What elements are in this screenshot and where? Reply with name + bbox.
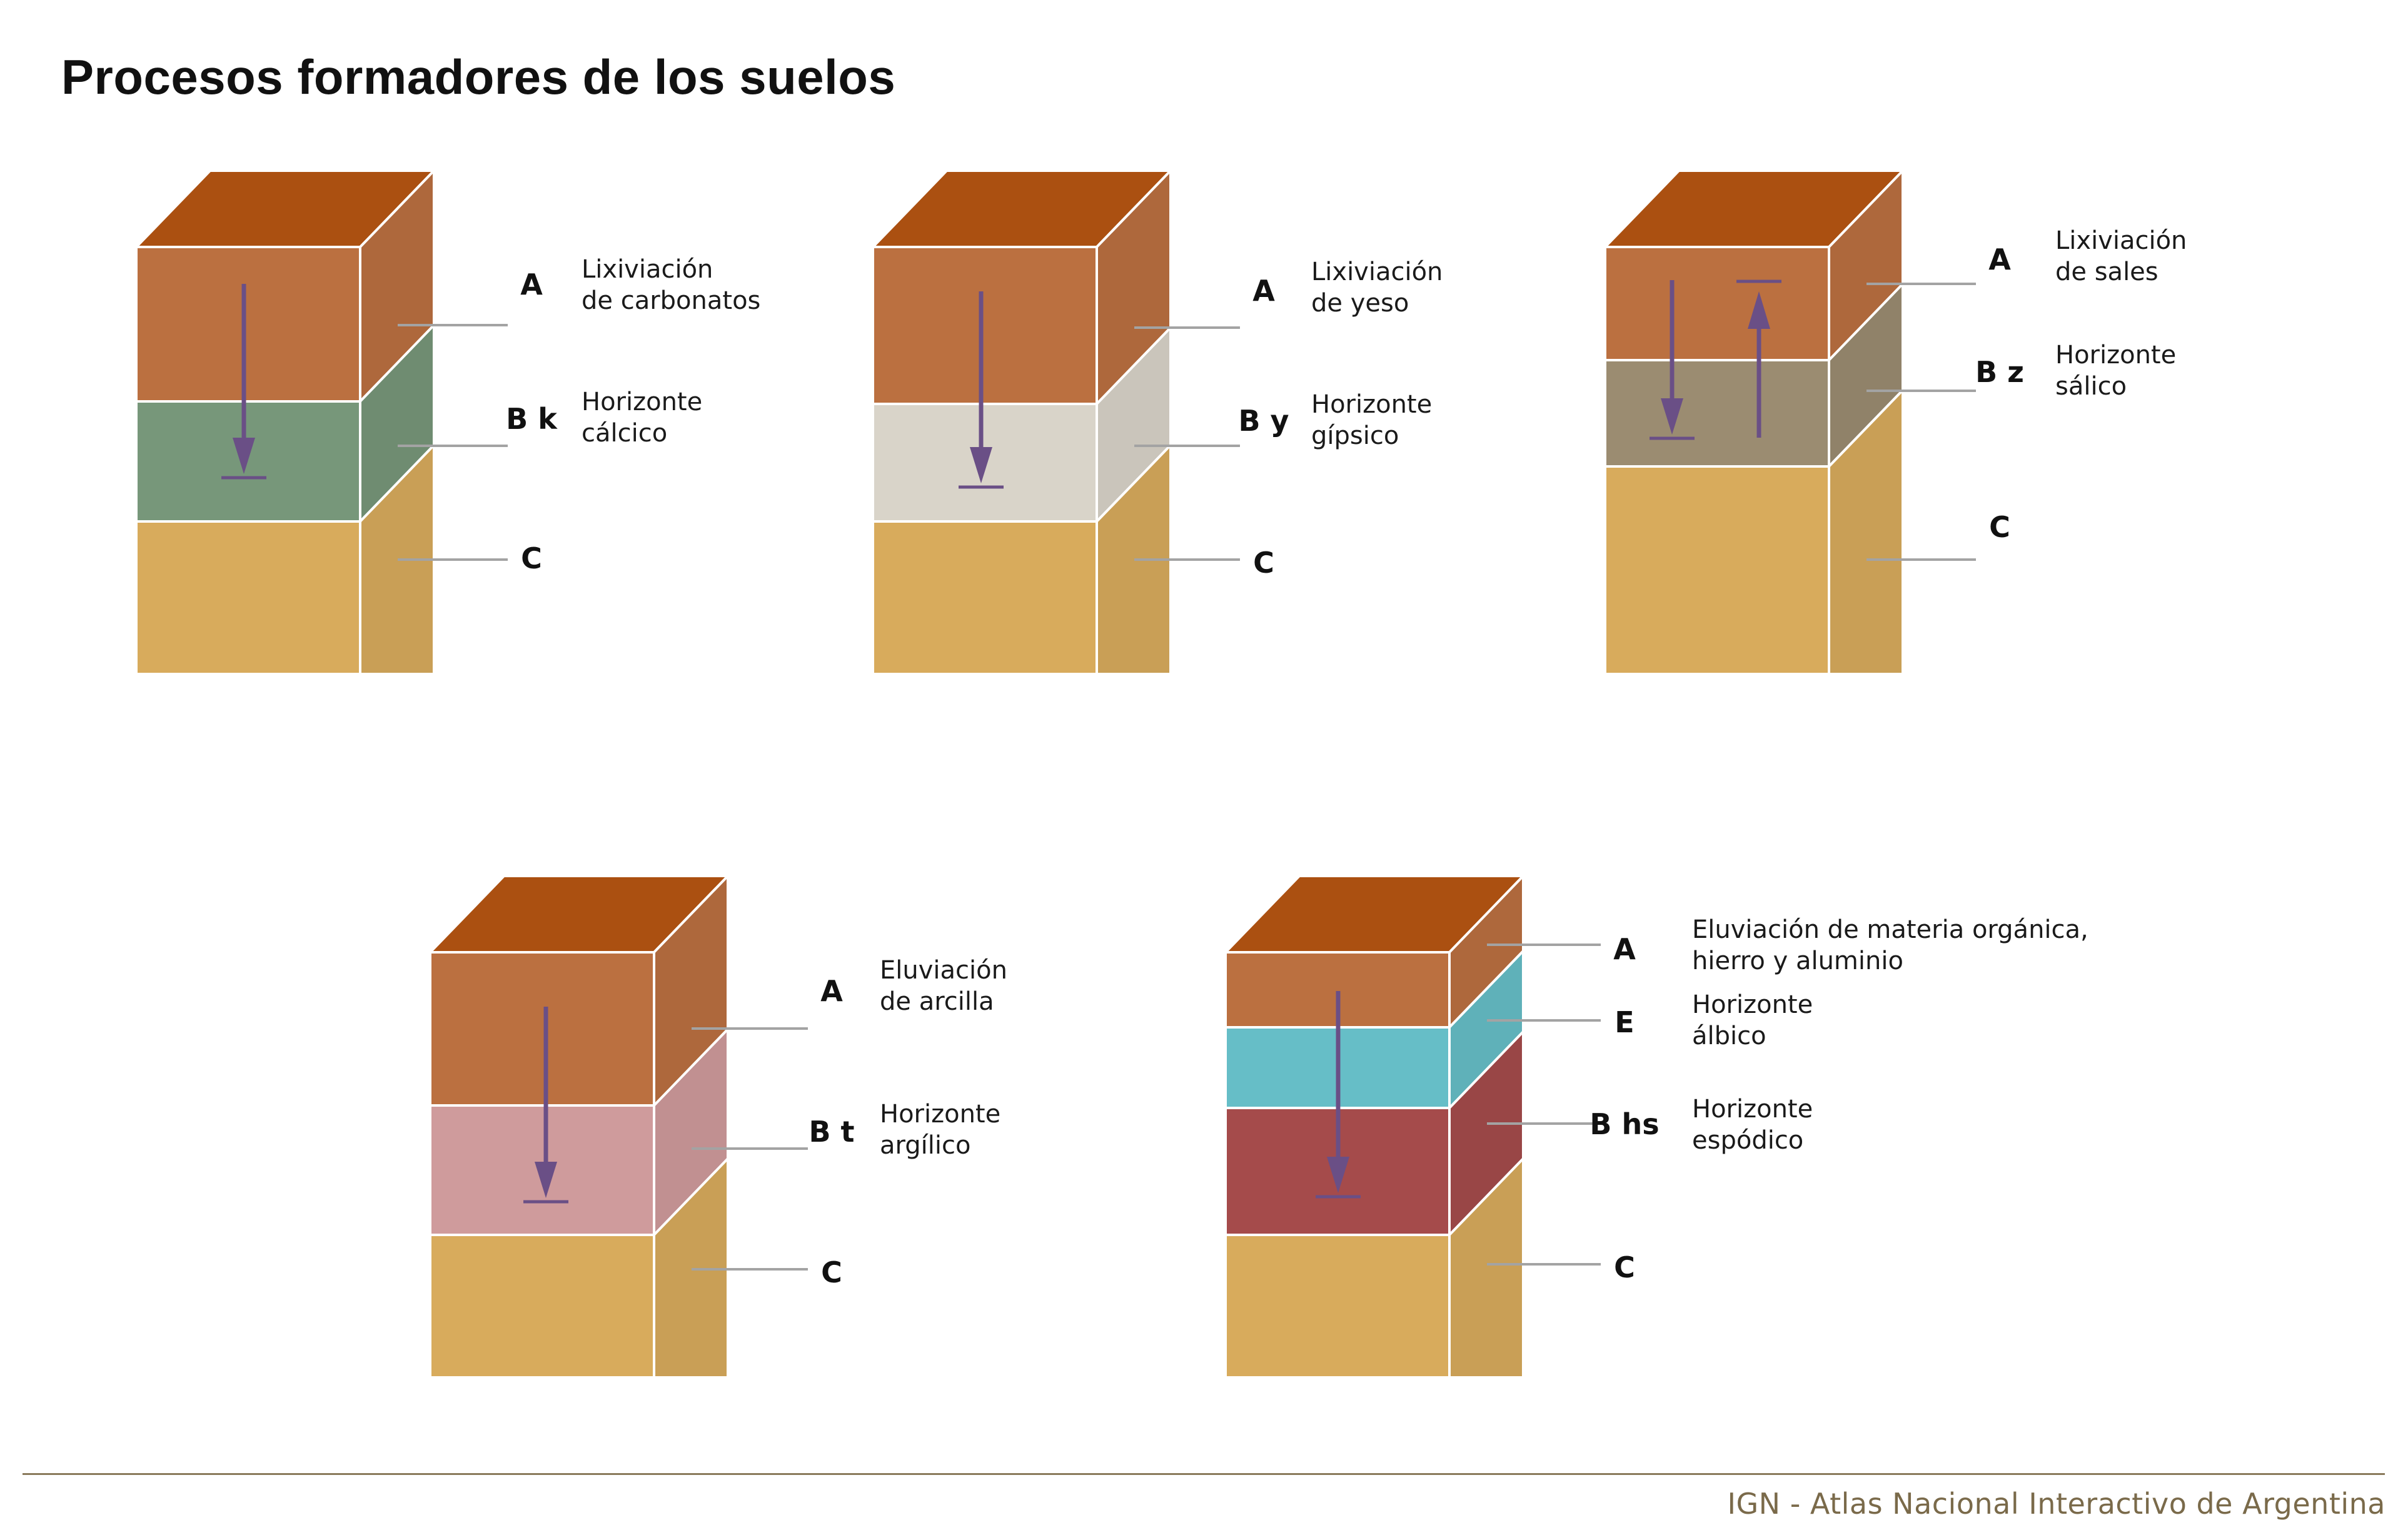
profile-espodico-horizon-1-desc-line-1: álbico <box>1692 1022 1766 1050</box>
profile-yeso-horizon-0-front <box>872 246 1098 405</box>
page-title: Procesos formadores de los suelos <box>61 49 896 104</box>
profile-arcilla-horizon-2-side <box>653 1157 729 1379</box>
profile-carbonatos-horizon-label-0: A <box>520 268 543 301</box>
profile-carbonatos-horizon-1-desc-line-1: cálcico <box>582 419 667 448</box>
profile-carbonatos-horizon-label-2: C <box>521 541 542 575</box>
footer-divider <box>23 1473 2385 1475</box>
profile-espodico-horizon-0-desc-line-0: Eluviación de materia orgánica, <box>1692 915 2088 944</box>
profile-sales-horizon-2-side <box>1828 389 1904 675</box>
profile-arcilla-horizon-1-desc-line-0: Horizonte <box>880 1100 1000 1129</box>
profile-yeso-horizon-2-side <box>1096 444 1172 675</box>
profile-arcilla-horizon-label-0: A <box>820 974 843 1008</box>
profile-arcilla-horizon-2-front <box>429 1234 655 1379</box>
profile-espodico-horizon-0-desc-line-1: hierro y aluminio <box>1692 947 1903 975</box>
profile-espodico-horizon-label-1: E <box>1615 1005 1634 1039</box>
profile-carbonatos-horizon-0-front <box>135 246 361 403</box>
profile-yeso-horizon-1-desc-line-1: gípsico <box>1311 421 1399 450</box>
profile-yeso-horizon-0-desc-line-0: Lixiviación <box>1311 258 1443 286</box>
profile-carbonatos-horizon-label-1: B k <box>506 402 558 436</box>
profile-yeso-horizon-2-front <box>872 520 1098 675</box>
profile-carbonatos-horizon-1-desc-line-0: Horizonte <box>582 388 702 416</box>
profile-arcilla-horizon-0-front <box>429 951 655 1107</box>
profile-arcilla-horizon-label-1: B t <box>809 1115 854 1149</box>
profile-yeso-horizon-label-0: A <box>1252 274 1275 308</box>
profile-arcilla-horizon-0-desc-line-1: de arcilla <box>880 987 994 1016</box>
profile-sales-horizon-2-front <box>1604 465 1830 675</box>
profile-sales-down-arrow-head <box>1661 398 1683 435</box>
profile-yeso-horizon-label-1: B y <box>1238 404 1289 438</box>
profile-espodico-horizon-1-desc-line-0: Horizonte <box>1692 990 1813 1019</box>
profile-espodico-horizon-2-desc-line-1: espódico <box>1692 1126 1803 1155</box>
profile-espodico-horizon-2-desc-line-0: Horizonte <box>1692 1095 1813 1124</box>
profile-arcilla-horizon-0-desc-line-0: Eluviación <box>880 956 1007 985</box>
profile-yeso-horizon-label-2: C <box>1253 546 1274 580</box>
profile-sales-horizon-1-desc-line-1: sálico <box>2055 372 2127 401</box>
profile-sales-horizon-0-desc-line-0: Lixiviación <box>2055 226 2187 255</box>
profile-arcilla-horizon-label-2: C <box>821 1256 842 1289</box>
profile-espodico-down-arrow-head <box>1327 1157 1349 1193</box>
profile-sales-horizon-1-front <box>1604 359 1830 468</box>
profile-carbonatos-horizon-0-desc-line-1: de carbonatos <box>582 286 760 315</box>
profile-espodico-horizon-3-side <box>1448 1157 1524 1379</box>
profile-sales-horizon-0-front <box>1604 246 1830 361</box>
profile-sales-horizon-label-0: A <box>1988 243 2011 276</box>
profile-carbonatos-horizon-0-desc-line-0: Lixiviación <box>582 255 713 284</box>
profile-arcilla-horizon-1-desc-line-1: argílico <box>880 1131 970 1160</box>
profile-arcilla-down-arrow-head <box>535 1162 557 1198</box>
profile-yeso-horizon-1-desc-line-0: Horizonte <box>1311 390 1432 419</box>
profile-carbonatos-horizon-1-front <box>135 400 361 523</box>
profile-carbonatos-down-arrow-head <box>233 438 255 474</box>
profile-espodico-horizon-label-2: B hs <box>1589 1107 1659 1141</box>
profile-yeso-horizon-0-desc-line-1: de yeso <box>1311 289 1409 318</box>
profile-sales-horizon-label-2: C <box>1989 510 2010 544</box>
footer-credit: IGN - Atlas Nacional Interactivo de Arge… <box>1727 1487 2385 1521</box>
profile-sales-up-arrow-head <box>1748 291 1770 329</box>
profile-sales-horizon-1-desc-line-0: Horizonte <box>2055 341 2176 370</box>
profile-carbonatos-horizon-2-side <box>359 444 435 675</box>
profile-carbonatos-horizon-2-front <box>135 520 361 675</box>
profile-sales-horizon-0-desc-line-1: de sales <box>2055 258 2159 286</box>
profile-espodico-horizon-3-front <box>1224 1234 1451 1379</box>
profile-sales-horizon-label-1: B z <box>1975 355 2024 389</box>
profile-espodico-horizon-label-3: C <box>1614 1251 1635 1284</box>
profile-yeso-down-arrow-head <box>970 447 992 483</box>
profile-espodico-horizon-label-0: A <box>1613 932 1636 966</box>
